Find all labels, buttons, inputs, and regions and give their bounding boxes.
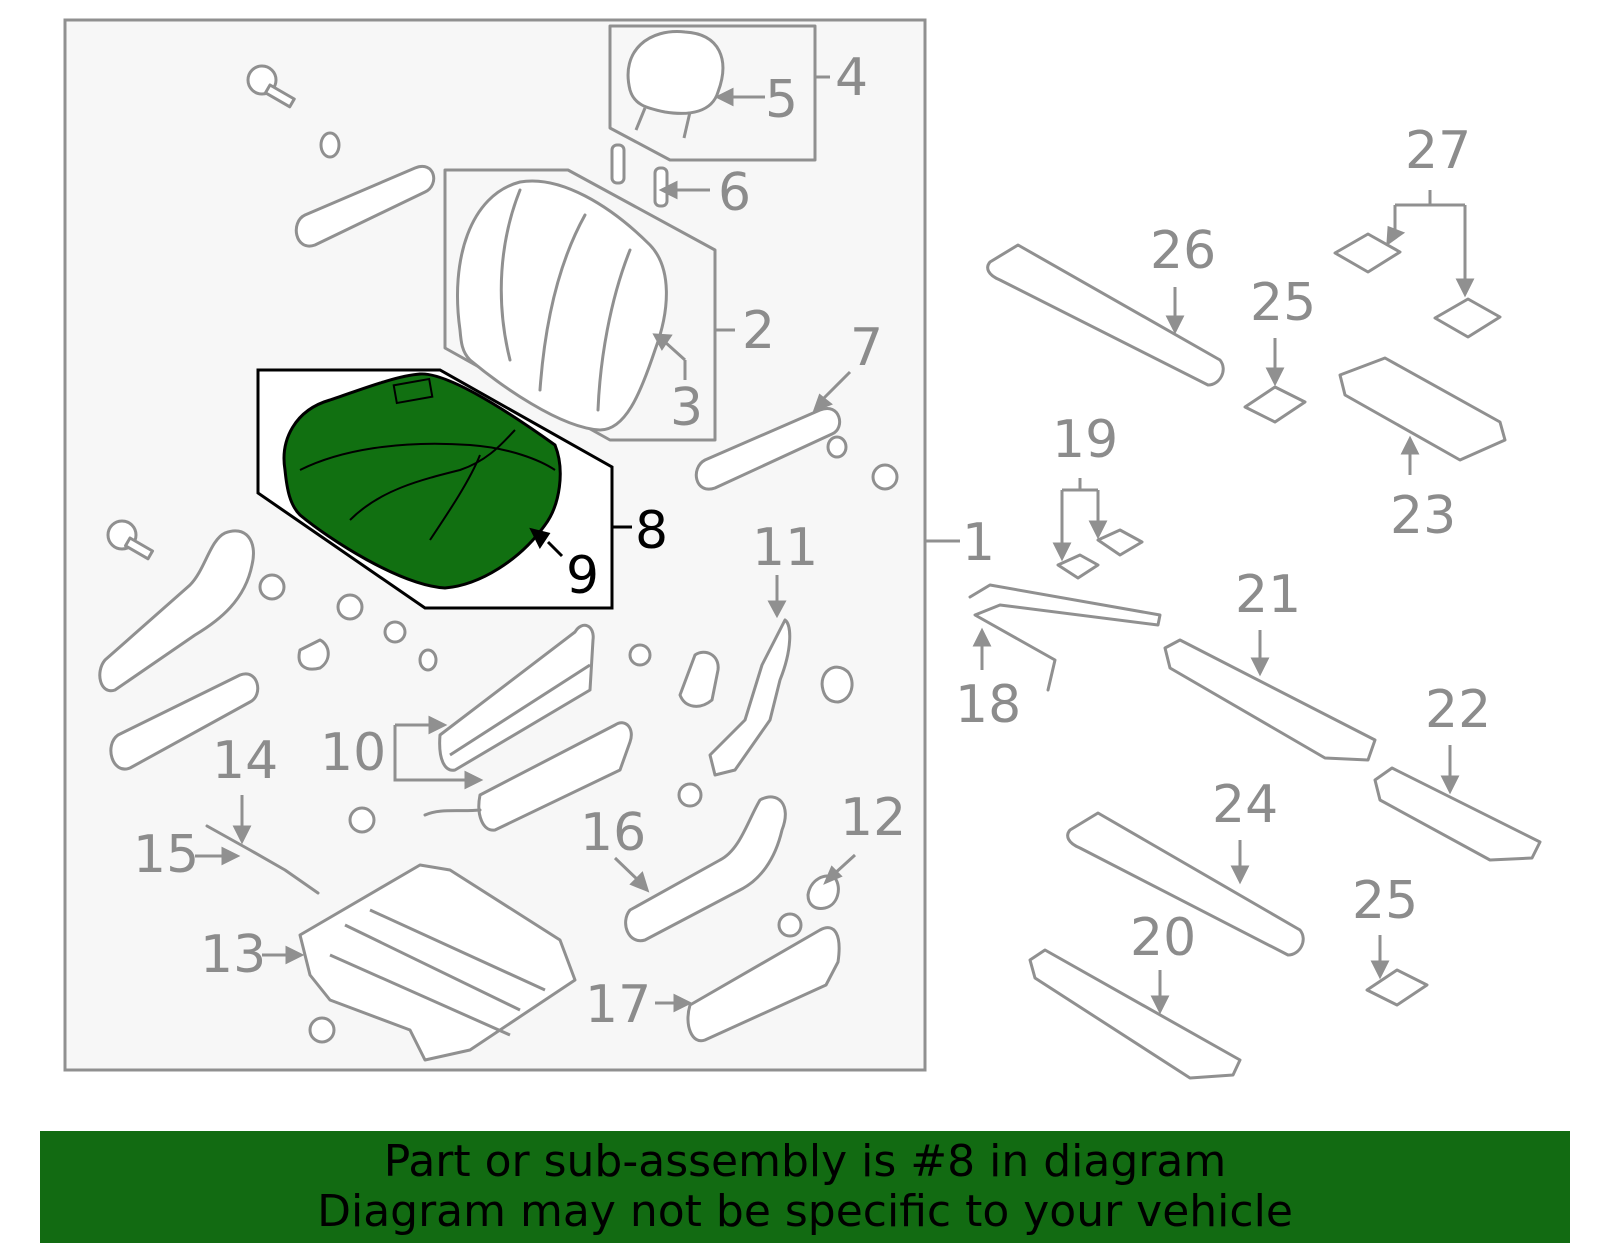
rail-cover-upper: [986, 243, 1225, 387]
callout-8: 8: [635, 501, 668, 561]
headrest-guide-pin: [610, 143, 669, 208]
callout-4: 4: [835, 48, 868, 108]
callout-2: 2: [742, 301, 775, 361]
rail-cover-lower: [1066, 811, 1305, 957]
callout-14: 14: [212, 731, 278, 791]
headrest-box: [608, 24, 817, 162]
leader-lines: [195, 75, 1475, 1015]
callout-13: 13: [200, 925, 266, 985]
callout-7: 7: [850, 318, 883, 378]
rail-21: [1163, 638, 1377, 762]
seat-frame: [298, 863, 577, 1062]
callout-17: 17: [585, 975, 651, 1035]
recliner-bracket: [708, 618, 792, 777]
callout-1: 1: [962, 513, 995, 573]
callout-10: 10: [320, 723, 386, 783]
seat-track-upper: [438, 623, 595, 772]
front-cover: [686, 926, 841, 1043]
info-banner: Part or sub-assembly is #8 in diagram Di…: [40, 1131, 1570, 1243]
clip-27a: [1333, 232, 1402, 274]
callout-25a: 25: [1250, 273, 1316, 333]
callout-3: 3: [670, 378, 703, 438]
banner-line-1: Part or sub-assembly is #8 in diagram: [383, 1136, 1227, 1187]
harness-18: [968, 583, 1162, 692]
release-cable: [205, 824, 320, 895]
banner-line-2: Diagram may not be specific to your vehi…: [317, 1186, 1293, 1237]
callout-27: 27: [1405, 121, 1471, 181]
callout-20: 20: [1130, 908, 1196, 968]
rail-20: [1028, 948, 1242, 1080]
seat-track-lower: [423, 721, 633, 832]
callout-21: 21: [1235, 565, 1301, 625]
callout-12: 12: [840, 788, 906, 848]
bracket-23: [1338, 356, 1507, 462]
callout-26: 26: [1150, 221, 1216, 281]
callout-25b: 25: [1352, 871, 1418, 931]
connector-19: [1056, 528, 1144, 580]
seatback-box: [443, 168, 717, 442]
callout-15: 15: [133, 825, 199, 885]
armrest-right: [694, 407, 842, 491]
callout-9: 9: [566, 546, 599, 606]
callout-22: 22: [1425, 680, 1491, 740]
callout-labels: 1 2 3 4 5 6 7 8 9 10 11 12 13 14 15 16 1…: [133, 48, 1491, 1035]
callout-16: 16: [580, 803, 646, 863]
callout-18: 18: [955, 675, 1021, 735]
callout-6: 6: [718, 163, 751, 223]
callout-23: 23: [1390, 486, 1456, 546]
bracket-small: [678, 650, 720, 708]
callout-5: 5: [765, 70, 798, 130]
clip-27b: [1433, 297, 1502, 339]
callout-19: 19: [1052, 410, 1118, 470]
rail-22: [1373, 766, 1542, 862]
armrest-upper: [294, 164, 436, 248]
headrest: [626, 30, 725, 139]
cap-small: [820, 665, 854, 704]
seatback: [456, 179, 668, 432]
side-cover-left: [109, 672, 260, 771]
parts-diagram: 1 2 3 4 5 6 7 8 9 10 11 12 13 14 15 16 1…: [63, 18, 1542, 1080]
bolt-set: [106, 64, 899, 1044]
callout-11: 11: [752, 518, 818, 578]
clip-25b: [1365, 968, 1429, 1007]
knob: [806, 874, 840, 910]
clip-25a: [1243, 385, 1307, 424]
side-cover-right: [624, 795, 787, 943]
side-shield-left: [98, 529, 255, 693]
callout-24: 24: [1212, 775, 1278, 835]
seat-cushion-highlighted: [282, 372, 562, 590]
